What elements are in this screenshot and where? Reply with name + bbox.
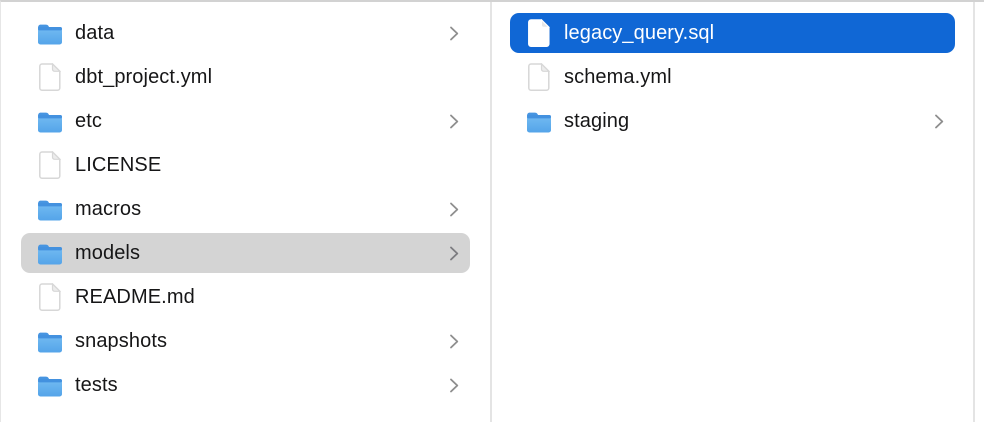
item-label: README.md [75, 285, 195, 308]
row-staging[interactable]: staging [510, 101, 955, 141]
row-data[interactable]: data [21, 13, 470, 53]
chevron-right-icon [448, 113, 460, 130]
chevron-right-icon [448, 25, 460, 42]
folder-icon [37, 19, 63, 47]
row-legacy-query-sql[interactable]: legacy_query.sql [510, 13, 955, 53]
chevron-right-icon [448, 377, 460, 394]
chevron-right-icon [448, 201, 460, 218]
chevron-right-icon [933, 113, 945, 130]
file-icon [526, 19, 552, 47]
item-label: data [75, 21, 115, 44]
folder-icon [37, 371, 63, 399]
finder-column-2: legacy_query.sql schema.yml staging [492, 2, 975, 422]
item-label: tests [75, 373, 118, 396]
file-icon [37, 63, 63, 91]
finder-column-1: data dbt_project.yml etc LICENSE macros … [1, 2, 492, 422]
file-icon [37, 151, 63, 179]
file-icon [37, 283, 63, 311]
row-models[interactable]: models [21, 233, 470, 273]
folder-icon [37, 195, 63, 223]
row-license[interactable]: LICENSE [21, 145, 470, 185]
folder-icon [526, 107, 552, 135]
item-label: macros [75, 197, 142, 220]
finder-column-3 [975, 2, 984, 422]
item-label: models [75, 241, 141, 264]
row-etc[interactable]: etc [21, 101, 470, 141]
folder-icon [37, 327, 63, 355]
item-label: legacy_query.sql [564, 21, 715, 44]
row-readme-md[interactable]: README.md [21, 277, 470, 317]
item-label: staging [564, 109, 630, 132]
file-list: legacy_query.sql schema.yml staging [492, 2, 973, 141]
item-label: snapshots [75, 329, 168, 352]
row-dbt-project-yml[interactable]: dbt_project.yml [21, 57, 470, 97]
item-label: dbt_project.yml [75, 65, 213, 88]
chevron-right-icon [448, 333, 460, 350]
row-tests[interactable]: tests [21, 365, 470, 405]
item-label: LICENSE [75, 153, 162, 176]
chevron-right-icon [448, 245, 460, 262]
folder-icon [37, 239, 63, 267]
row-schema-yml[interactable]: schema.yml [510, 57, 955, 97]
file-icon [526, 63, 552, 91]
row-snapshots[interactable]: snapshots [21, 321, 470, 361]
item-label: etc [75, 109, 102, 132]
row-macros[interactable]: macros [21, 189, 470, 229]
item-label: schema.yml [564, 65, 672, 88]
file-list: data dbt_project.yml etc LICENSE macros … [1, 2, 490, 405]
folder-icon [37, 107, 63, 135]
